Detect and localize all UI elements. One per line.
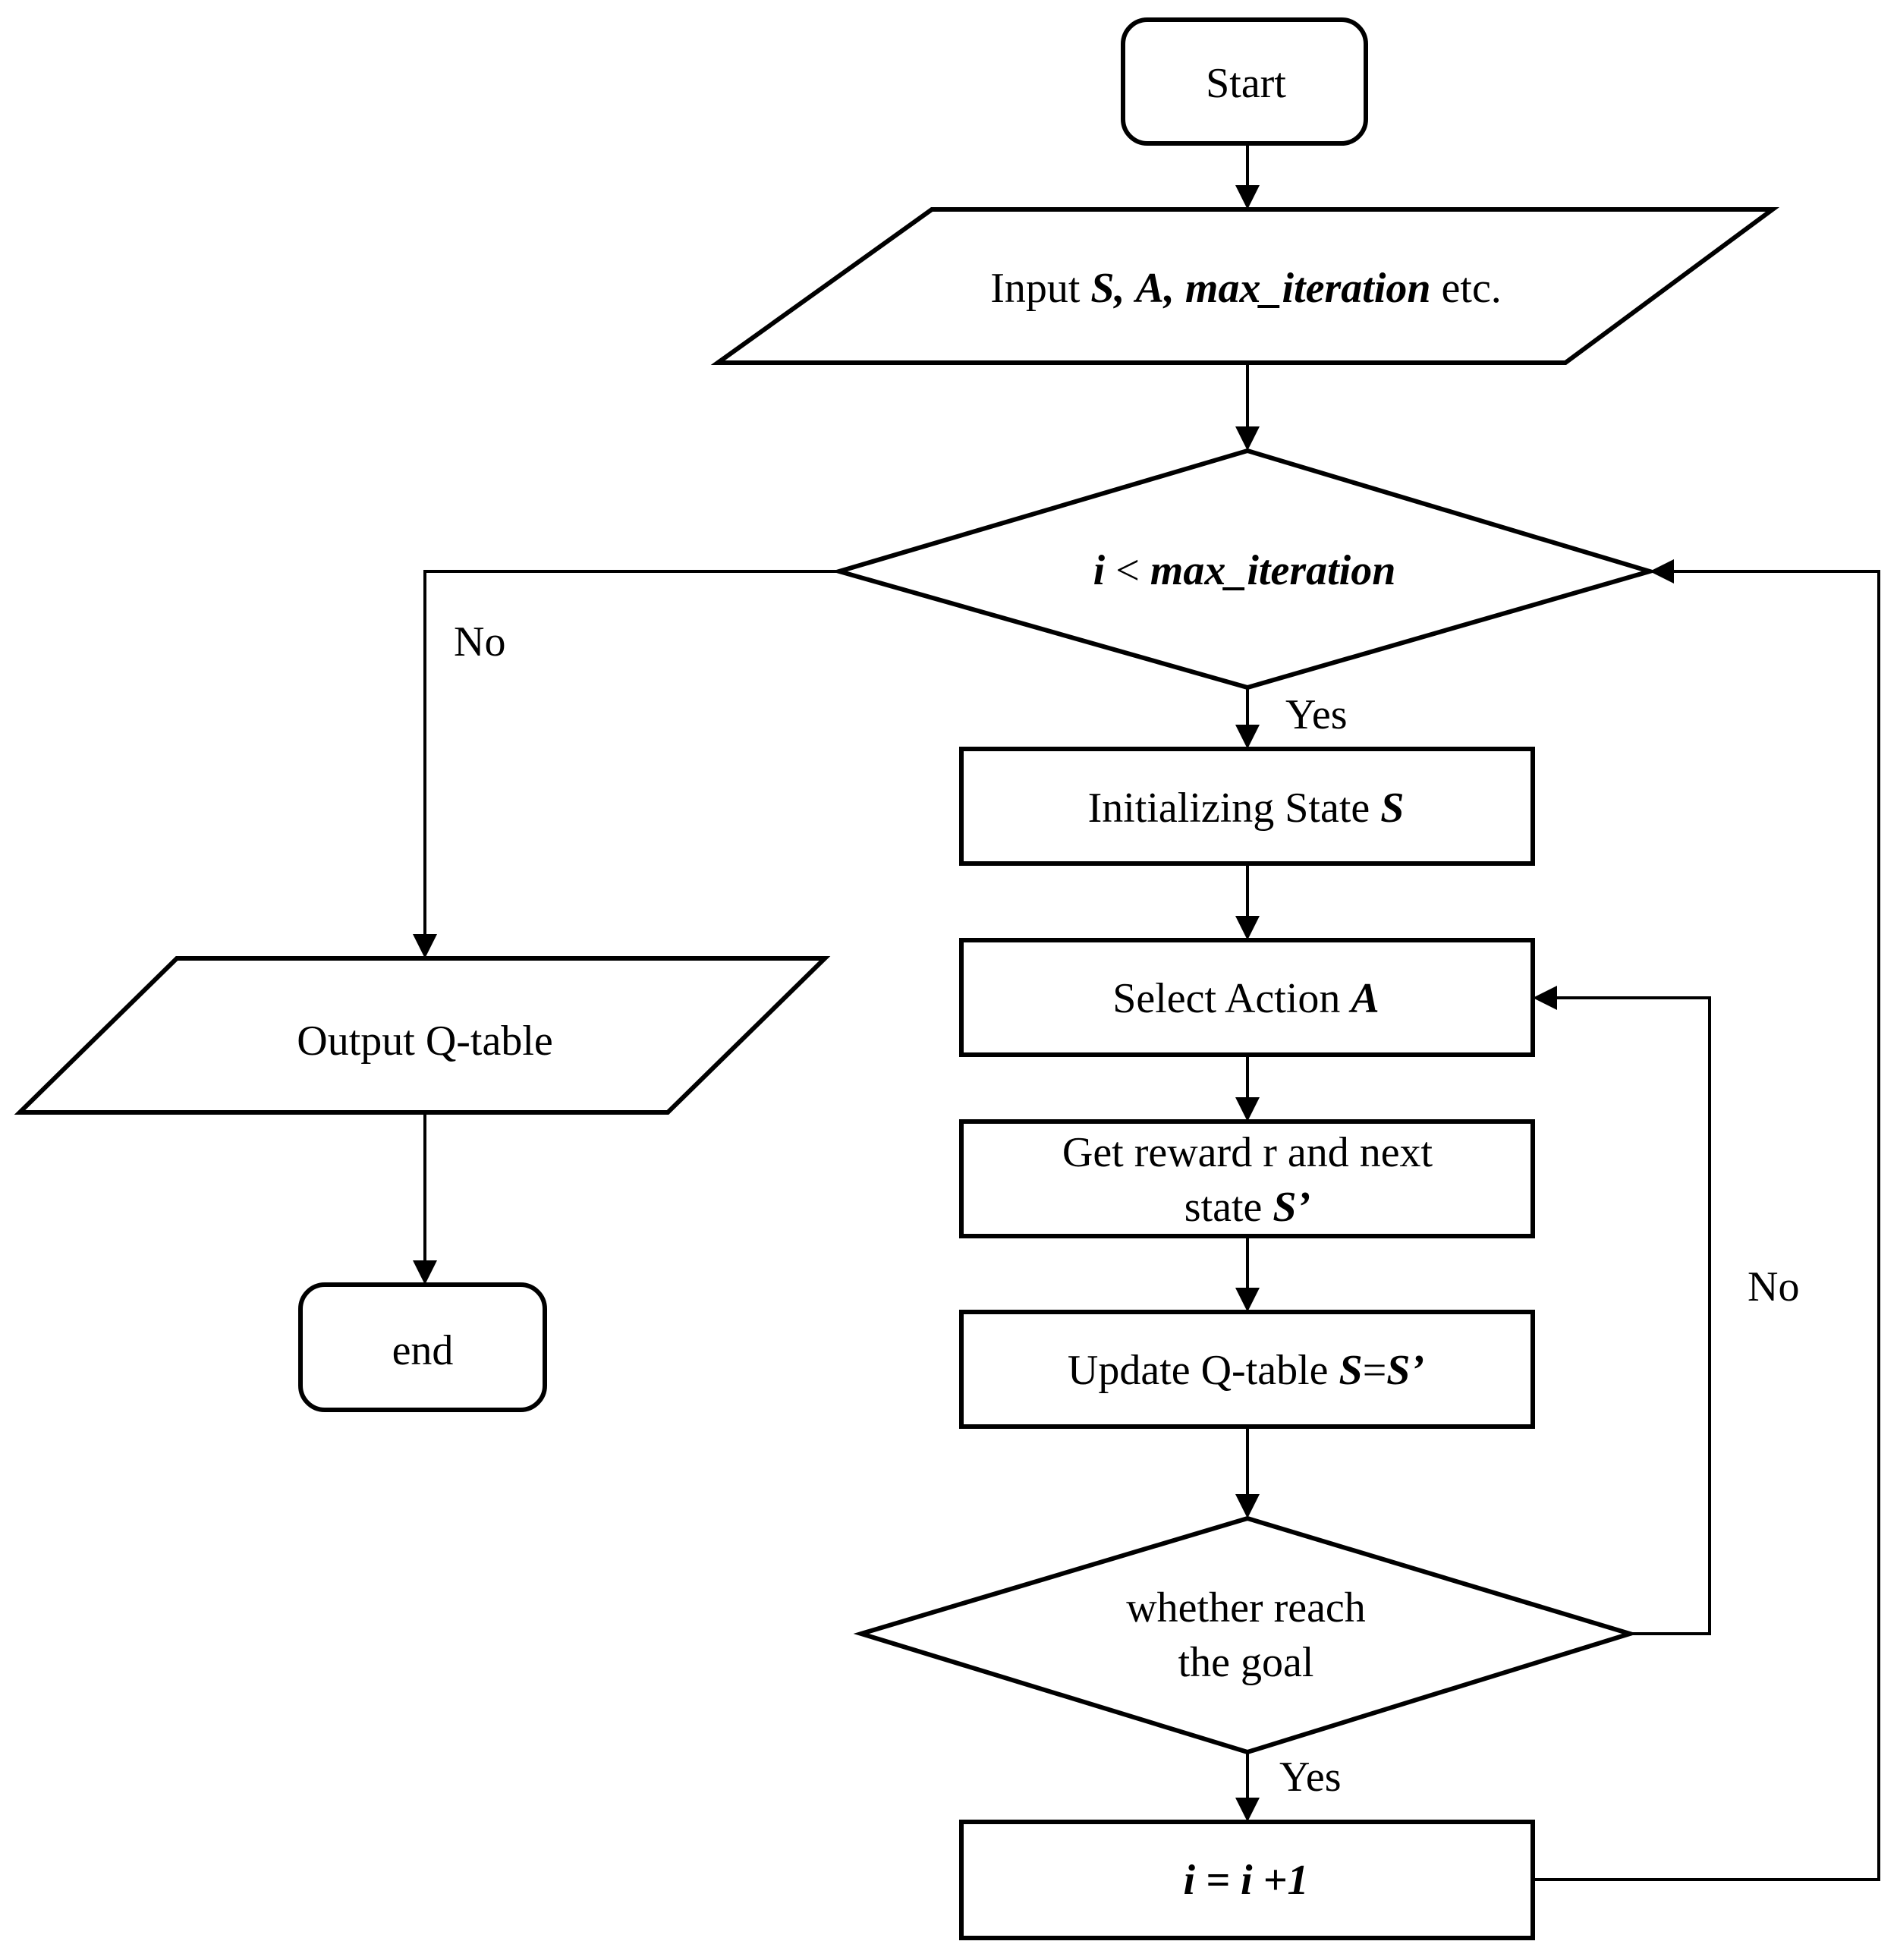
arrowhead-reward-update xyxy=(1235,1288,1260,1312)
select-action-node xyxy=(959,938,1535,1057)
increment-label: i = i +1 xyxy=(1183,1857,1309,1904)
arrowhead-output-end xyxy=(413,1260,437,1285)
init-state-node xyxy=(959,747,1535,866)
arrowhead-init-select xyxy=(1235,916,1260,940)
end-label: end xyxy=(392,1327,454,1374)
arrowhead-select-reward xyxy=(1235,1097,1260,1122)
get-reward-label: Get reward r and next state S’ xyxy=(1062,1129,1433,1231)
arrowhead-input-condition xyxy=(1235,426,1260,451)
arrowhead-increment-loop xyxy=(1650,559,1674,584)
arrowhead-condition-no xyxy=(413,934,437,958)
start-node xyxy=(1121,17,1368,146)
arrowhead-update-goal xyxy=(1235,1494,1260,1518)
output-node xyxy=(14,956,831,1115)
loop-condition-label: i < max_iteration xyxy=(1093,547,1396,594)
arrowhead-start-input xyxy=(1235,185,1260,209)
goal-check-label: whether reach the goal xyxy=(1126,1584,1366,1686)
arrowhead-condition-init xyxy=(1235,725,1260,749)
edge-label-loop-yes: Yes xyxy=(1285,691,1348,738)
output-label: Output Q-table xyxy=(297,1018,553,1065)
edge-goal-no-loop xyxy=(1556,996,1711,1635)
input-node xyxy=(710,207,1780,365)
update-qtable-label: Update Q-table S=S’ xyxy=(1067,1347,1425,1394)
arrowhead-goal-no-loop xyxy=(1533,986,1557,1010)
get-reward-node xyxy=(959,1119,1535,1238)
init-state-label: Initializing State S xyxy=(1087,785,1405,832)
end-node xyxy=(298,1282,547,1412)
edge-label-loop-no: No xyxy=(454,618,506,665)
arrowhead-goal-increment xyxy=(1235,1798,1260,1822)
input-label: Input S, A, max_iteration etc. xyxy=(990,265,1502,312)
edge-condition-no xyxy=(423,570,839,936)
select-action-label: Select Action A xyxy=(1112,975,1379,1022)
edge-label-goal-yes: Yes xyxy=(1279,1754,1342,1801)
edge-label-goal-no: No xyxy=(1748,1263,1800,1310)
edge-increment-loop xyxy=(1533,570,1880,1881)
start-label: Start xyxy=(1206,60,1286,107)
